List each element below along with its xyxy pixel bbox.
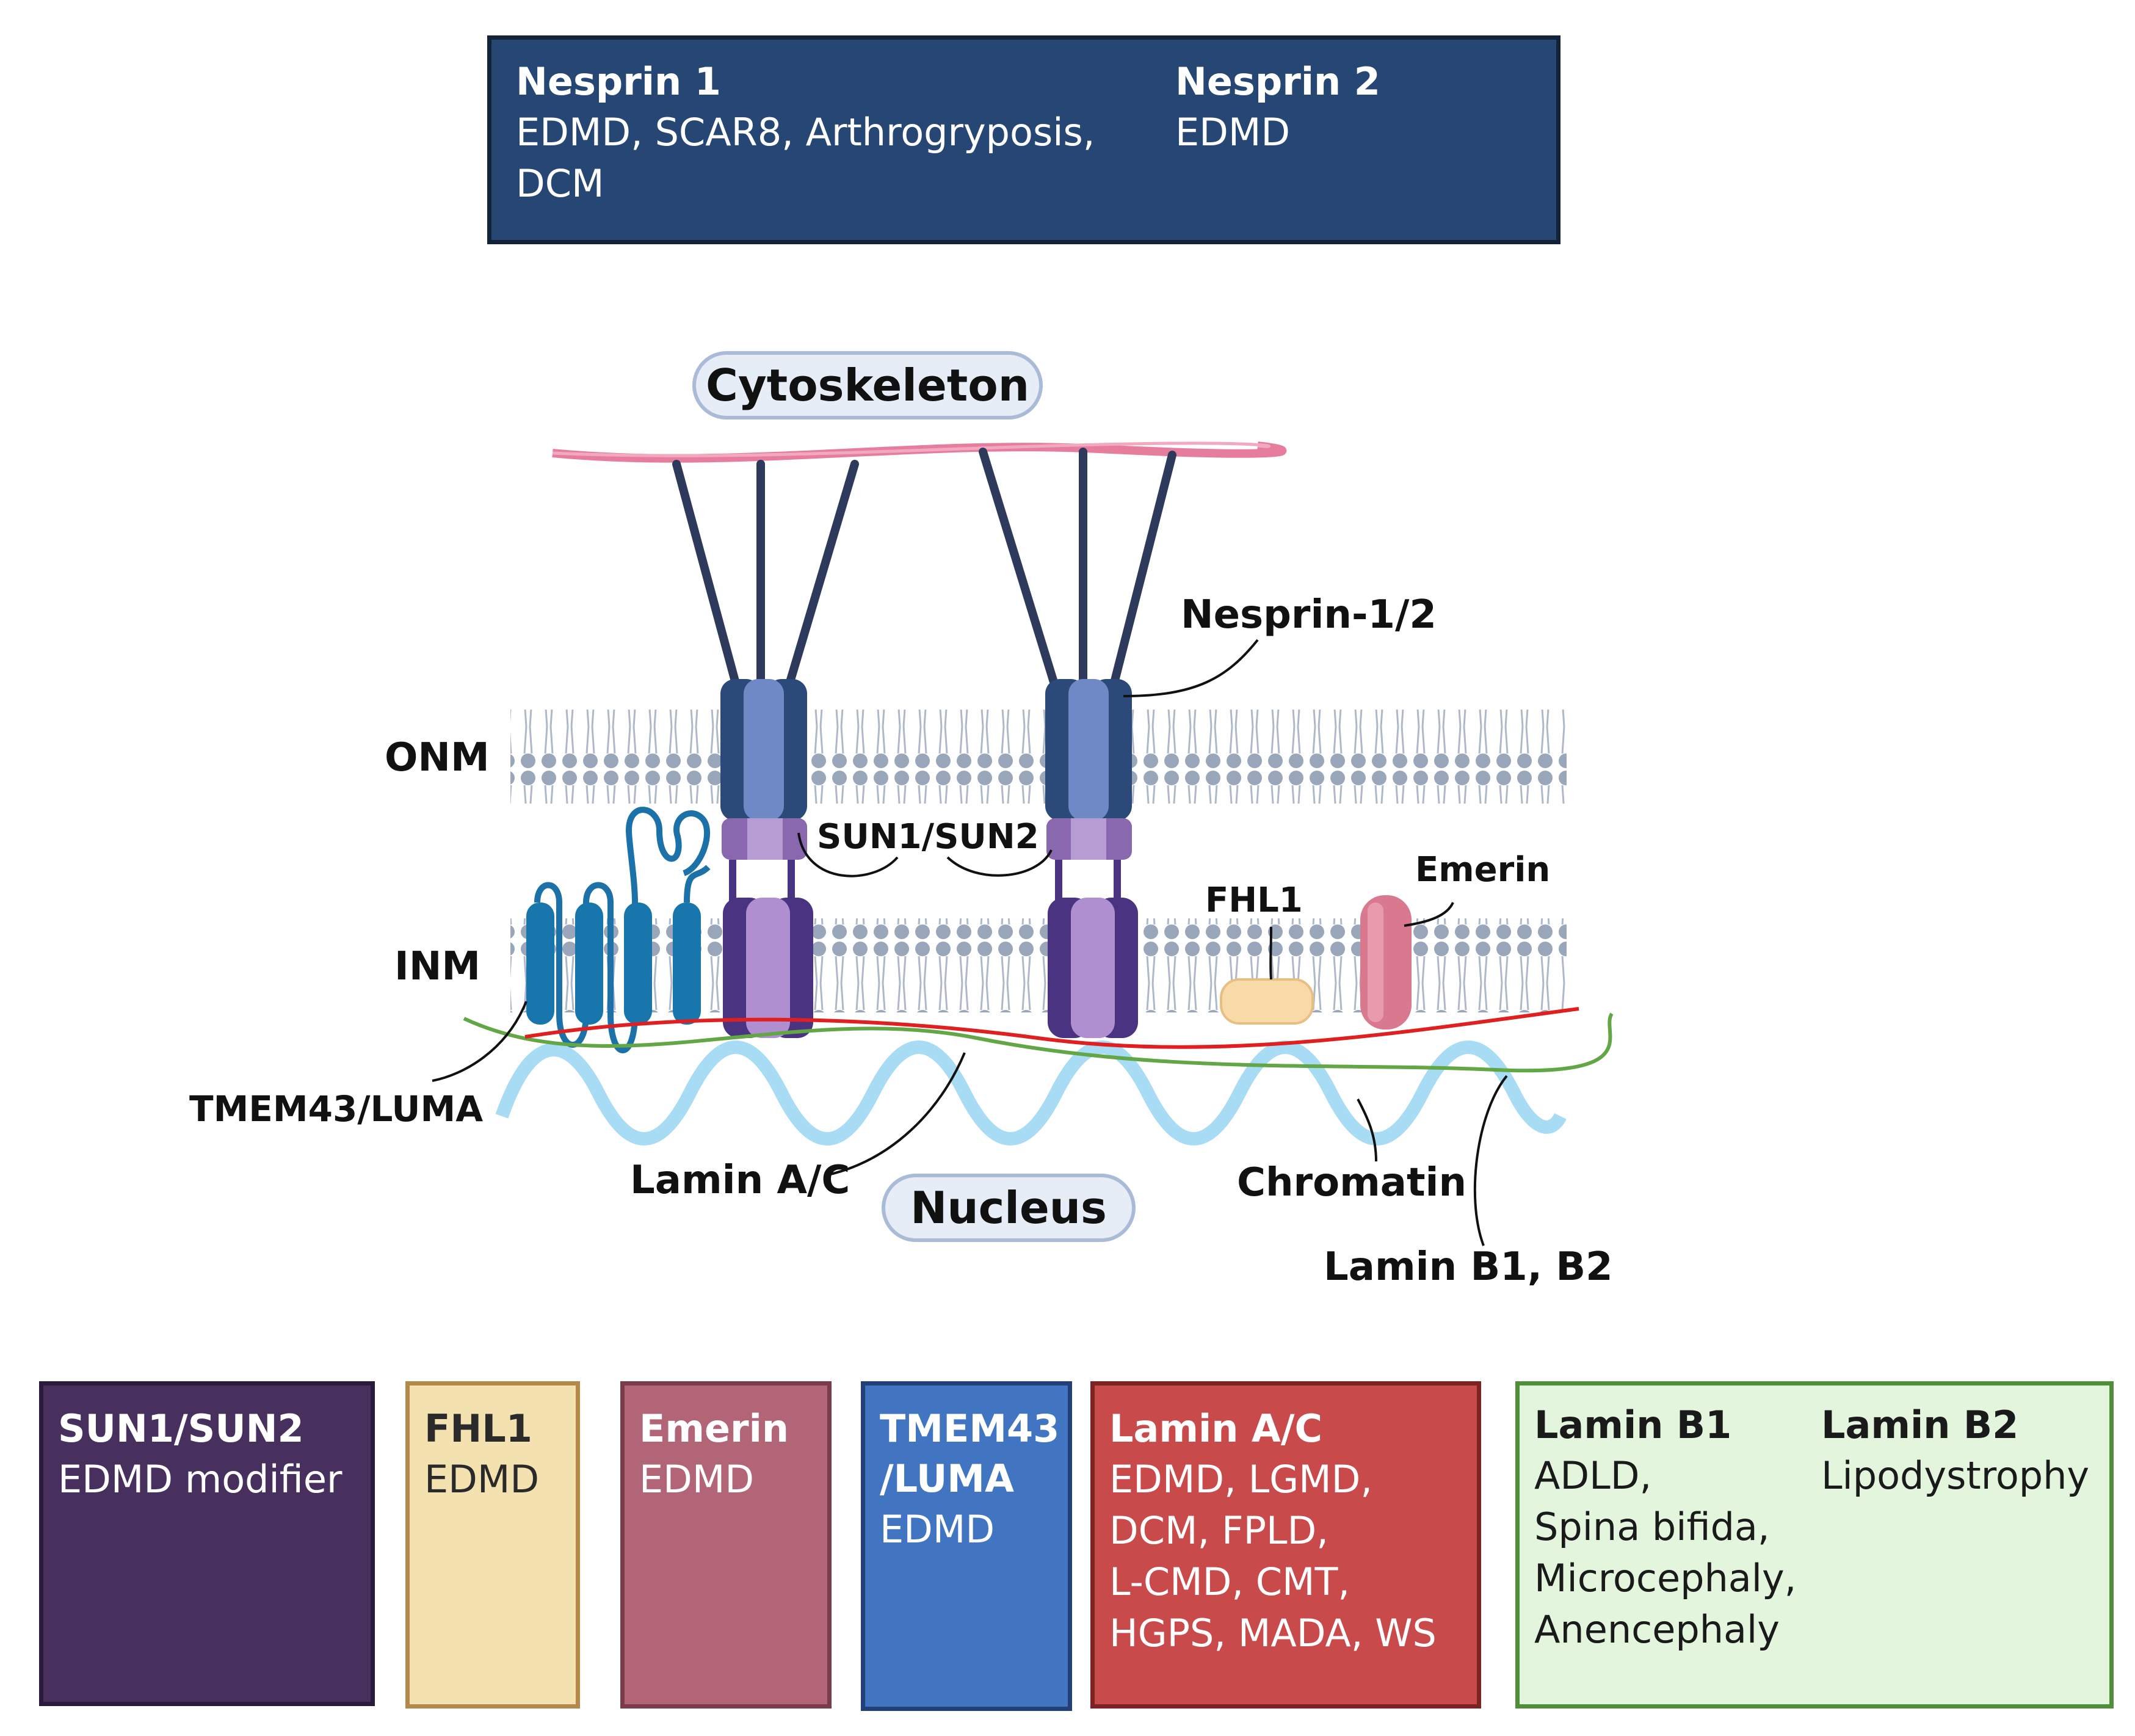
sun-box-title: SUN1/SUN2	[58, 1406, 304, 1451]
nesprin1-title: Nesprin 1	[516, 59, 721, 104]
nucleus-pill: Nucleus	[882, 1174, 1136, 1242]
tmem43-luma-protein	[526, 807, 711, 1053]
sun-protein-right	[1048, 898, 1138, 1038]
emerin-box-title: Emerin	[639, 1406, 789, 1451]
lamin-ac-label: Lamin A/C	[630, 1158, 850, 1203]
tmem-box-diseases: EDMD	[880, 1507, 995, 1552]
cytoskeleton-pill: Cytoskeleton	[692, 351, 1043, 419]
emerin-label: Emerin	[1415, 850, 1551, 890]
nucleus-label: Nucleus	[910, 1182, 1107, 1233]
fhl1-label: FHL1	[1205, 881, 1303, 920]
lamin-ac-line	[524, 1007, 1579, 1049]
nesprin-filaments-left	[672, 460, 859, 694]
nesprin-disease-box: Nesprin 1 EDMD, SCAR8, Arthrogryposis, D…	[487, 35, 1560, 244]
tmem-box-title: TMEM43 /LUMA	[880, 1406, 1060, 1501]
nesprin2-column: Nesprin 2 EDMD	[1175, 57, 1517, 158]
chromatin-label: Chromatin	[1237, 1160, 1467, 1205]
lamin-b2-column: Lamin B2 Lipodystrophy	[1821, 1400, 2108, 1502]
sun-kash-junction-right	[1046, 818, 1132, 860]
nesprin-filaments-right	[979, 448, 1176, 694]
onm-label: ONM	[385, 735, 490, 780]
nesprin1-diseases: EDMD, SCAR8, Arthrogryposis, DCM	[516, 110, 1095, 206]
lamin-b2-title: Lamin B2	[1821, 1403, 2019, 1447]
lamin-b12-label: Lamin B1, B2	[1324, 1244, 1613, 1290]
nesprin12-label: Nesprin-1/2	[1181, 592, 1437, 637]
fhl1-box-diseases: EDMD	[424, 1457, 540, 1502]
nesprin-protein-right	[1045, 679, 1132, 821]
lamin-b2-diseases: Lipodystrophy	[1821, 1453, 2090, 1498]
lamin-ac-box-title: Lamin A/C	[1109, 1406, 1323, 1451]
nesprin2-title: Nesprin 2	[1175, 59, 1380, 104]
sun12-label: SUN1/SUN2	[817, 817, 1039, 857]
fhl1-disease-box: FHL1 EDMD	[405, 1381, 580, 1709]
lamin-ac-box-diseases: EDMD, LGMD, DCM, FPLD, L-CMD, CMT, HGPS,…	[1109, 1457, 1437, 1655]
sun-disease-box: SUN1/SUN2 EDMD modifier	[39, 1381, 375, 1706]
lamin-b1-title: Lamin B1	[1534, 1403, 1732, 1447]
outer-nuclear-membrane	[510, 710, 1567, 804]
inm-label: INM	[394, 944, 481, 989]
nesprin2-diseases: EDMD	[1175, 110, 1291, 154]
cytoskeleton-label: Cytoskeleton	[706, 360, 1029, 411]
tmem43-label: TMEM43/LUMA	[189, 1088, 484, 1130]
leader-lines	[432, 639, 1508, 1246]
lamin-b1-column: Lamin B1 ADLD, Spina bifida, Microcephal…	[1534, 1400, 1815, 1655]
lamin-b-line	[463, 1012, 1614, 1073]
sun-kash-junction-left	[722, 818, 807, 860]
nesprin-protein-left	[720, 679, 807, 821]
emerin-disease-box: Emerin EDMD	[620, 1381, 832, 1709]
sun-protein-left	[723, 898, 813, 1038]
fhl1-protein	[1220, 978, 1314, 1025]
tmem-disease-box: TMEM43 /LUMA EDMD	[861, 1381, 1072, 1711]
sun-box-diseases: EDMD modifier	[58, 1457, 343, 1502]
lamin-ac-disease-box: Lamin A/C EDMD, LGMD, DCM, FPLD, L-CMD, …	[1090, 1381, 1481, 1709]
fhl1-box-title: FHL1	[424, 1406, 532, 1451]
lamin-b-disease-box: Lamin B1 ADLD, Spina bifida, Microcephal…	[1515, 1381, 2114, 1709]
emerin-box-diseases: EDMD	[639, 1457, 755, 1502]
chromatin-fiber	[495, 1041, 1567, 1146]
lamin-b1-diseases: ADLD, Spina bifida, Microcephaly, Anence…	[1534, 1453, 1797, 1652]
nesprin1-column: Nesprin 1 EDMD, SCAR8, Arthrogryposis, D…	[516, 57, 1175, 209]
